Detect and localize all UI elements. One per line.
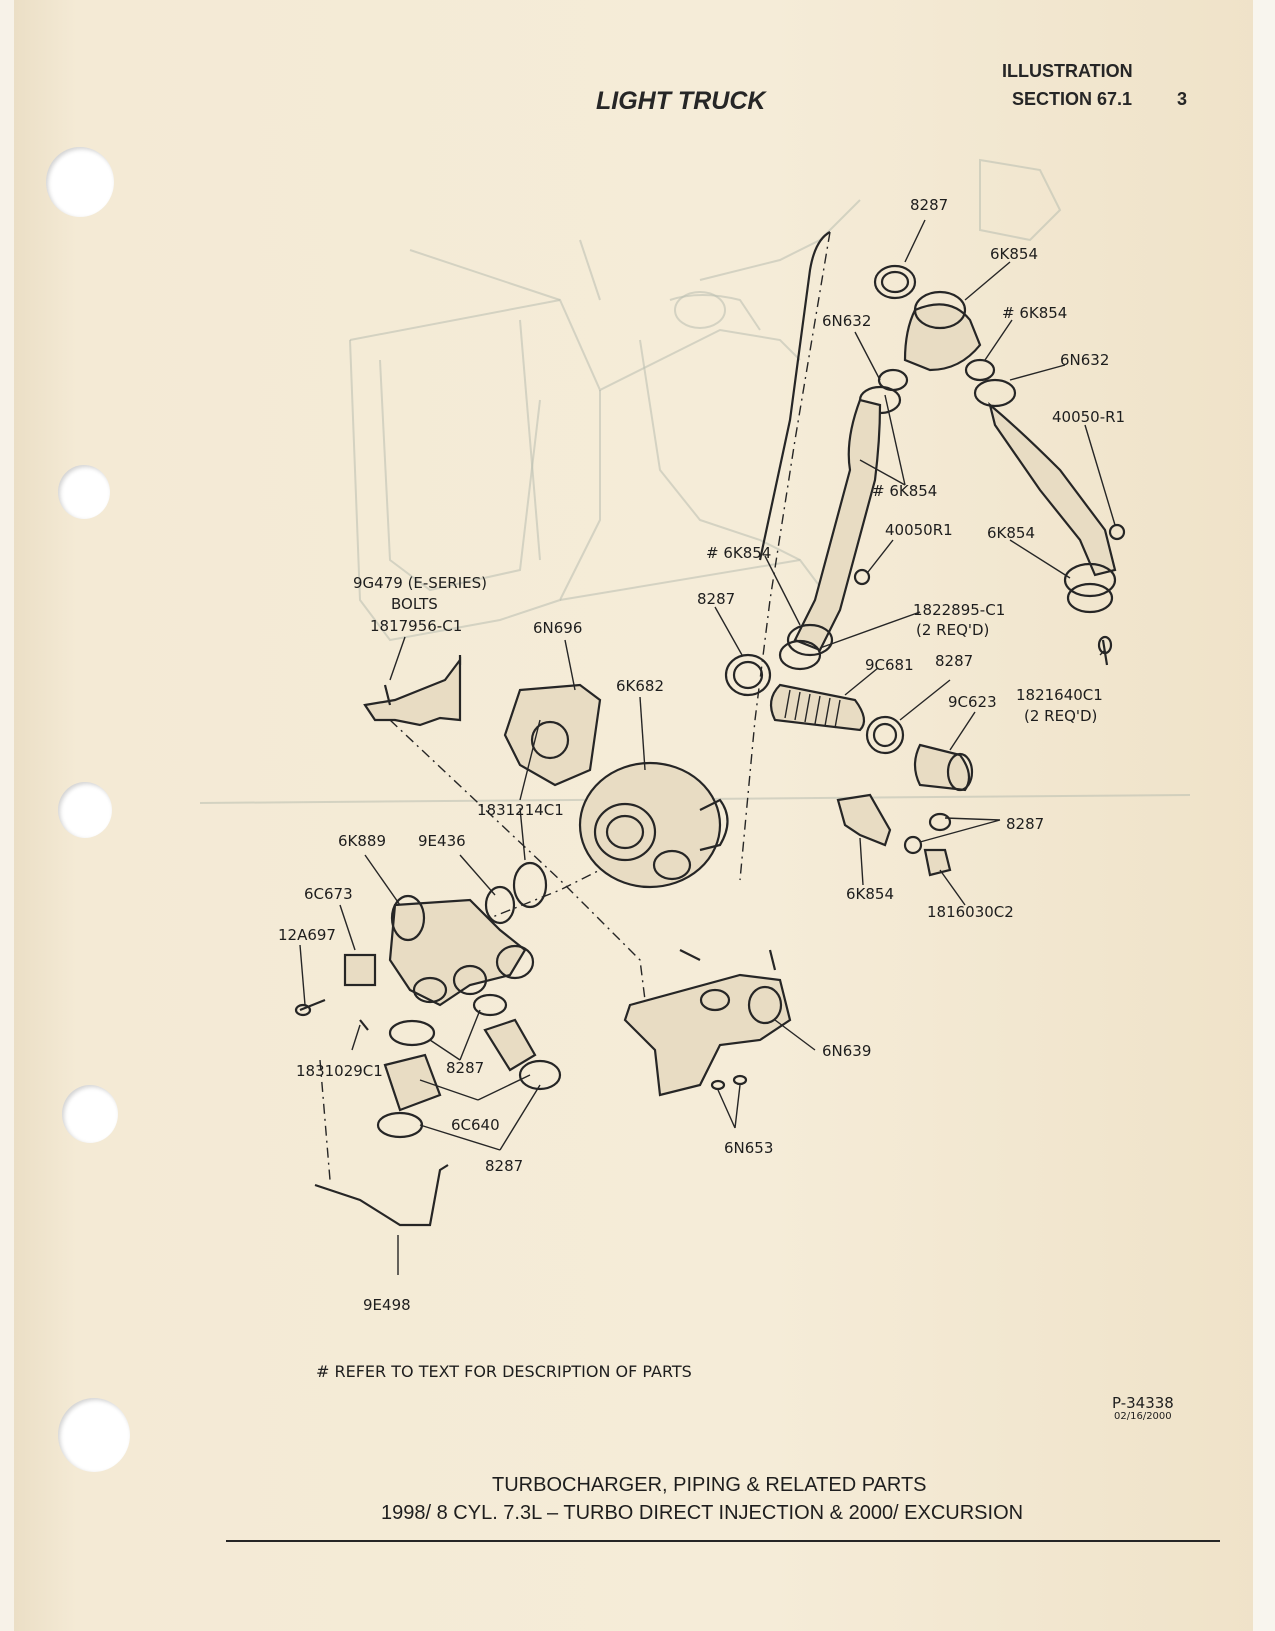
label-9e498: 9E498 <box>363 1296 411 1314</box>
label-8287-right: 8287 <box>1006 815 1045 833</box>
label-6k889: 6K889 <box>338 832 387 850</box>
binder-hole-5 <box>58 1398 130 1472</box>
label-1822895-qty: (2 REQ'D) <box>916 621 990 639</box>
label-1821640c1-qty: (2 REQ'D) <box>1024 707 1098 725</box>
binder-hole-2 <box>58 465 110 519</box>
footer-rule <box>226 1540 1220 1542</box>
footer-subtitle: 1998/ 8 CYL. 7.3L – TURBO DIRECT INJECTI… <box>381 1502 1024 1524</box>
page-edge-left <box>0 0 14 1631</box>
page-title: LIGHT TRUCK <box>596 87 766 115</box>
label-6k854-hash-left: # 6K854 <box>706 544 772 562</box>
label-8287-top: 8287 <box>910 196 949 214</box>
label-6n639: 6N639 <box>822 1042 872 1060</box>
label-6n696: 6N696 <box>533 619 583 637</box>
parts-note: # REFER TO TEXT FOR DESCRIPTION OF PARTS <box>316 1362 692 1381</box>
label-6k854-bracket: 6K854 <box>846 885 895 903</box>
label-12a697: 12A697 <box>278 926 336 944</box>
leader-lines <box>299 219 1116 1275</box>
label-8287-mid: 8287 <box>935 652 974 670</box>
label-8287-left: 8287 <box>697 590 736 608</box>
footer-title: TURBOCHARGER, PIPING & RELATED PARTS <box>492 1474 927 1496</box>
background-chassis-ghost <box>199 158 1191 804</box>
label-9e436: 9E436 <box>418 832 466 850</box>
page-number: 3 <box>1177 89 1188 109</box>
label-6k854-top: 6K854 <box>990 245 1039 263</box>
label-8287-bottom: 8287 <box>485 1157 524 1175</box>
label-6c640: 6C640 <box>451 1116 500 1134</box>
label-6k854-right: 6K854 <box>987 524 1036 542</box>
label-6n632-right: 6N632 <box>1060 351 1110 369</box>
section-label: SECTION 67.1 <box>1012 89 1133 109</box>
label-6k682: 6K682 <box>616 677 665 695</box>
reference-date: 02/16/2000 <box>1114 1411 1172 1422</box>
label-6n653: 6N653 <box>724 1139 774 1157</box>
label-6k854-hash-top: # 6K854 <box>1002 304 1068 322</box>
label-bolts: BOLTS <box>391 595 438 613</box>
binder-hole-3 <box>58 782 112 838</box>
label-1831029c1: 1831029C1 <box>296 1062 383 1080</box>
label-6k854-hash-mid: # 6K854 <box>872 482 938 500</box>
illustration-label: ILLUSTRATION <box>1002 61 1133 81</box>
label-9c623: 9C623 <box>948 693 997 711</box>
label-1831214c1: 1831214C1 <box>477 801 564 819</box>
label-1821640c1: 1821640C1 <box>1016 686 1103 704</box>
label-1822895-c1: 1822895-C1 <box>913 601 1006 619</box>
label-6n632-left: 6N632 <box>822 312 872 330</box>
label-40050-r1: 40050-R1 <box>1052 408 1126 426</box>
label-6c673: 6C673 <box>304 885 353 903</box>
page-edge-right <box>1253 0 1275 1631</box>
turbo-assembly <box>294 231 1126 1227</box>
binder-hole-4 <box>62 1085 118 1143</box>
label-9c681: 9C681 <box>865 656 914 674</box>
label-40050r1: 40050R1 <box>885 521 953 539</box>
label-1817956-c1: 1817956-C1 <box>370 617 463 635</box>
binder-hole-1 <box>46 147 114 217</box>
label-8287-lower: 8287 <box>446 1059 485 1077</box>
reference-number: P-34338 <box>1112 1394 1174 1412</box>
label-9g479: 9G479 (E-SERIES) <box>353 574 488 592</box>
label-1816030c2: 1816030C2 <box>927 903 1014 921</box>
